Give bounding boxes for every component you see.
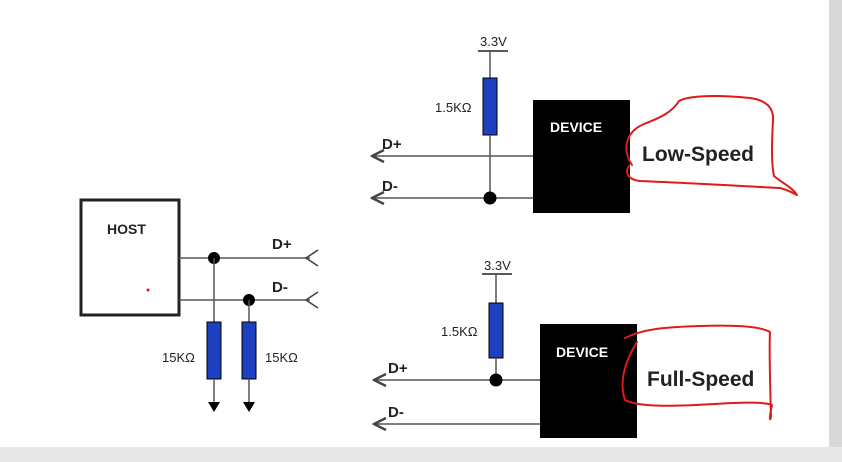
low-dminus-label: D- [382,178,398,195]
full-dplus-junction [489,373,503,387]
host-dminus-label: D- [272,279,288,296]
full-device-label: DEVICE [556,344,608,360]
low-device-box [533,100,630,213]
host-dplus-label: D+ [272,236,292,253]
low-device-label: DEVICE [550,119,602,135]
left-pulldown-value: 15KΩ [162,350,195,365]
full-pullup-value: 1.5KΩ [441,324,478,339]
low-supply-label: 3.3V [480,34,507,49]
full-speed-highlight-ink [621,324,773,421]
full-pullup-resistor [488,302,504,359]
full-speed-annotation: Full-Speed [647,368,754,391]
left-ground-symbol [208,402,220,412]
full-dplus-label: D+ [388,360,408,377]
host-dminus-connector [304,291,319,309]
host-label: HOST [107,221,146,237]
host-box [79,198,181,317]
host-section: HOST D+ D- 15KΩ 15KΩ [79,198,319,412]
full-supply-label: 3.3V [484,258,511,273]
window-bottom-edge [0,447,842,462]
low-speed-highlight-ink [625,95,798,196]
host-dplus-connector [304,249,319,267]
full-device-box [540,324,637,438]
low-speed-section: 3.3V 1.5KΩ D+ D- DEVICE Low-Speed [372,34,798,213]
right-pulldown-resistor [241,321,257,380]
low-pullup-resistor [482,77,498,136]
host-stray-dot [146,288,150,292]
right-pulldown-value: 15KΩ [265,350,298,365]
right-ground-symbol [243,402,255,412]
full-speed-section: 3.3V 1.5KΩ D+ D- DEVICE Full-Speed [374,258,773,438]
low-speed-annotation: Low-Speed [642,143,754,166]
low-dplus-label: D+ [382,136,402,153]
left-pulldown-resistor [206,321,222,380]
low-dminus-junction [483,191,497,205]
full-dminus-label: D- [388,404,404,421]
low-pullup-value: 1.5KΩ [435,100,472,115]
window-right-edge [829,0,842,462]
